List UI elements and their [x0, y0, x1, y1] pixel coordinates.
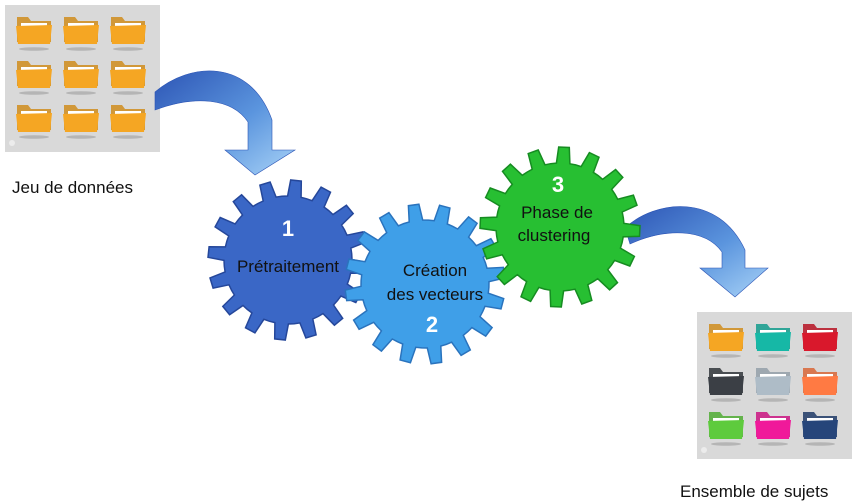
gear-step-3: 3 Phase de clustering	[479, 146, 641, 308]
output-folder-grid	[708, 324, 838, 446]
input-dataset-label: Jeu de données	[12, 178, 133, 197]
input-folder-grid	[16, 17, 146, 139]
folder-icon	[16, 105, 52, 139]
input-curved-arrow-icon	[154, 70, 297, 176]
folder-icon	[802, 412, 838, 446]
folder-icon	[802, 368, 838, 402]
input-dataset-panel	[5, 5, 160, 152]
folder-icon	[755, 324, 791, 358]
gear-step-2: Création des vecteurs 2	[344, 203, 506, 365]
folder-icon	[63, 105, 99, 139]
output-curved-arrow-icon	[624, 206, 769, 298]
output-topics-label: Ensemble de sujets	[680, 482, 828, 501]
step-2-label-line-2: des vecteurs	[387, 285, 483, 304]
step-3-label-line-2: clustering	[518, 226, 591, 245]
folder-icon	[802, 324, 838, 358]
folder-icon	[708, 324, 744, 358]
step-1-label: Prétraitement	[237, 257, 339, 276]
folder-icon	[110, 105, 146, 139]
gear-icon	[479, 146, 641, 308]
step-3-number: 3	[552, 172, 564, 197]
output-topics-panel	[697, 312, 852, 459]
gear-icon	[344, 203, 506, 365]
step-2-label-line-1: Création	[403, 261, 467, 280]
folder-icon	[63, 61, 99, 95]
folder-icon	[16, 17, 52, 51]
folder-icon	[16, 61, 52, 95]
gear-icon	[207, 179, 369, 341]
folder-icon	[110, 61, 146, 95]
folder-icon	[755, 412, 791, 446]
folder-icon	[708, 412, 744, 446]
step-3-label-line-1: Phase de	[521, 203, 593, 222]
gear-step-1: 1 Prétraitement	[207, 179, 369, 341]
folder-icon	[708, 368, 744, 402]
folder-icon	[110, 17, 146, 51]
folder-icon	[755, 368, 791, 402]
folder-icon	[63, 17, 99, 51]
step-2-number: 2	[426, 312, 438, 337]
step-1-number: 1	[282, 216, 294, 241]
